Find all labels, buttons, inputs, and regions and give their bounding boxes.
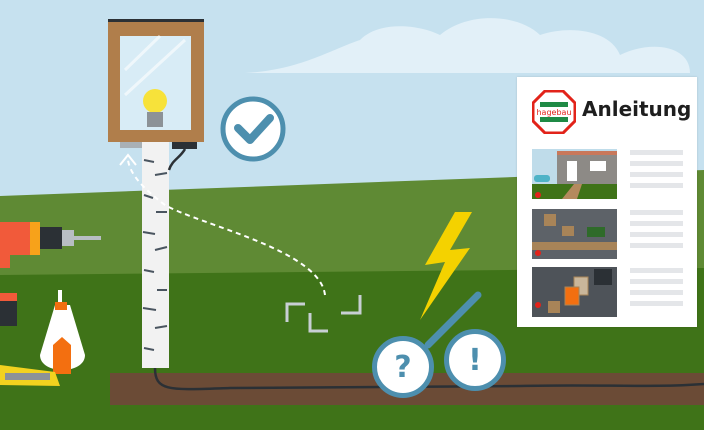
drill-icon [0, 222, 101, 268]
instruction-card[interactable]: hagebau Anleitung [517, 77, 697, 327]
step-1-text-lines [630, 150, 683, 194]
exclamation-mark: ! [468, 342, 482, 378]
check-icon [234, 114, 274, 144]
cable [153, 367, 704, 391]
screwdriver-icon [424, 291, 482, 349]
lamp-top [108, 19, 204, 23]
svg-text:hagebau: hagebau [536, 108, 571, 117]
step-2-text-lines [630, 210, 683, 254]
check-badge [220, 96, 286, 162]
frame-corners-icon [285, 295, 362, 333]
dashed-arrow [127, 159, 326, 296]
birch-marks [142, 159, 168, 351]
card-title: Anleitung [582, 97, 692, 121]
step-1-thumbnail [532, 149, 617, 199]
light-bulb-icon [143, 89, 167, 113]
cutter-knife-icon [0, 365, 60, 386]
lamp-post [142, 142, 169, 368]
question-mark: ? [394, 349, 412, 385]
lightning-icon [420, 212, 472, 320]
step-3-thumbnail [532, 267, 617, 317]
hagebau-logo: hagebau [532, 90, 576, 134]
battery-icon [0, 293, 17, 326]
step-2-thumbnail [532, 209, 617, 259]
question-badge: ? [372, 336, 434, 398]
exclamation-badge: ! [444, 329, 506, 391]
glue-bottle-icon [40, 290, 85, 374]
step-3-text-lines [630, 268, 683, 312]
cloud [245, 18, 690, 73]
